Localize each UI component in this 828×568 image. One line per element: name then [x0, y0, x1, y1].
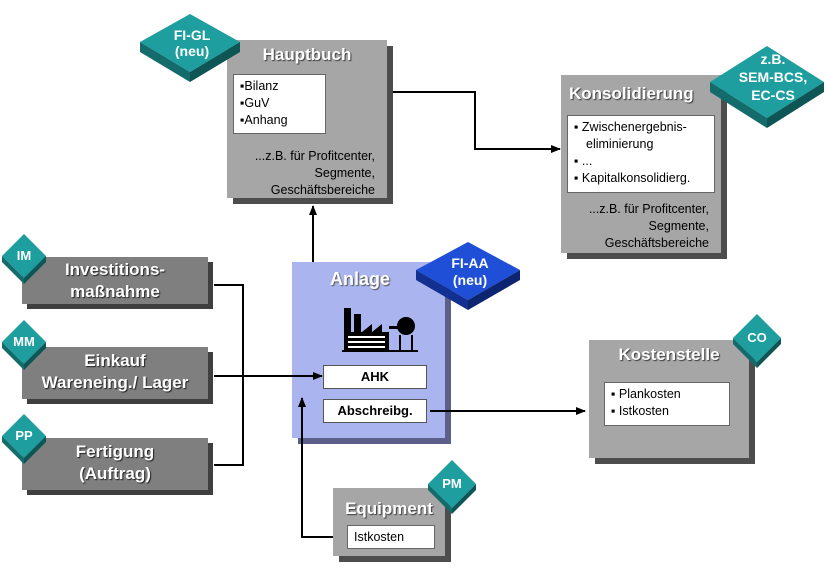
list-item: ▪ Kapitalkonsolidierg.	[574, 171, 691, 185]
hauptbuch-box: Hauptbuch ▪Bilanz ▪GuV ▪Anhang ...z.B. f…	[227, 40, 387, 198]
sem-bcs-line3: EC-CS	[751, 87, 795, 103]
abschreibung-box: Abschreibg.	[323, 399, 427, 423]
mm-badge: MM	[2, 320, 46, 370]
equipment-box: Equipment Istkosten	[333, 488, 445, 556]
im-badge: IM	[2, 234, 46, 284]
list-item: ▪GuV	[240, 96, 270, 110]
equipment-title: Equipment	[345, 499, 433, 518]
fertigung-box: Fertigung (Auftrag)	[22, 438, 208, 490]
list-item: ▪Bilanz	[240, 79, 279, 93]
bracket-left-boxes	[214, 284, 244, 466]
konsolidierung-note: ...z.B. für Profitcenter, Segmente, Gesc…	[588, 202, 709, 250]
sem-bcs-line1: z.B.	[761, 51, 786, 67]
arrow-hauptbuch-konsolidierung	[393, 91, 561, 153]
hauptbuch-note: ...z.B. für Profitcenter, Segmente, Gesc…	[254, 149, 375, 197]
hauptbuch-report-list: ▪Bilanz ▪GuV ▪Anhang	[233, 74, 326, 134]
fi-aa-line2: (neu)	[453, 272, 487, 288]
co-badge: CO	[733, 314, 781, 368]
investitionsmassnahme-box: Investitions- maßnahme	[22, 257, 208, 304]
fi-aa-badge: FI-AA (neu)	[416, 242, 520, 310]
fi-aa-line1: FI-AA	[451, 255, 488, 271]
list-item: ▪ Zwischenergebnis-	[574, 120, 687, 134]
sem-bcs-line2: SEM-BCS,	[739, 69, 807, 85]
list-item: ▪ Plankosten	[611, 387, 681, 401]
pp-tag: PP	[15, 428, 33, 443]
ahk-box: AHK	[323, 365, 427, 389]
mm-tag: MM	[13, 334, 35, 349]
equipment-istkosten: Istkosten	[347, 525, 435, 549]
list-item: ▪Anhang	[240, 113, 288, 127]
kostenstelle-title: Kostenstelle	[618, 345, 720, 364]
sem-bcs-badge: z.B. SEM-BCS, EC-CS	[710, 46, 824, 128]
einkauf-box: Einkauf Wareneing./ Lager	[22, 347, 208, 399]
fi-gl-line1: FI-GL	[174, 27, 211, 43]
fi-gl-line2: (neu)	[175, 43, 209, 59]
konsolidierung-list: ▪ Zwischenergebnis- eliminierung ▪ ... ▪…	[567, 115, 715, 193]
fi-gl-badge: FI-GL (neu)	[140, 14, 240, 82]
co-tag: CO	[747, 330, 767, 345]
list-item: eliminierung	[586, 137, 654, 151]
pp-badge: PP	[2, 414, 46, 464]
kostenstelle-box: Kostenstelle ▪ Plankosten ▪ Istkosten	[589, 340, 749, 458]
hauptbuch-title: Hauptbuch	[262, 45, 352, 64]
list-item: ▪ ...	[574, 154, 593, 168]
konsolidierung-box: Konsolidierung ▪ Zwischenergebnis- elimi…	[561, 75, 721, 253]
list-item: ▪ Istkosten	[611, 404, 669, 418]
im-tag: IM	[17, 248, 31, 263]
pm-badge: PM	[428, 460, 476, 514]
konsolidierung-title: Konsolidierung	[569, 84, 694, 103]
factory-icon	[342, 308, 418, 352]
anlage-title: Anlage	[330, 269, 391, 289]
kostenstelle-list: ▪ Plankosten ▪ Istkosten	[604, 382, 730, 426]
pm-tag: PM	[442, 476, 462, 491]
